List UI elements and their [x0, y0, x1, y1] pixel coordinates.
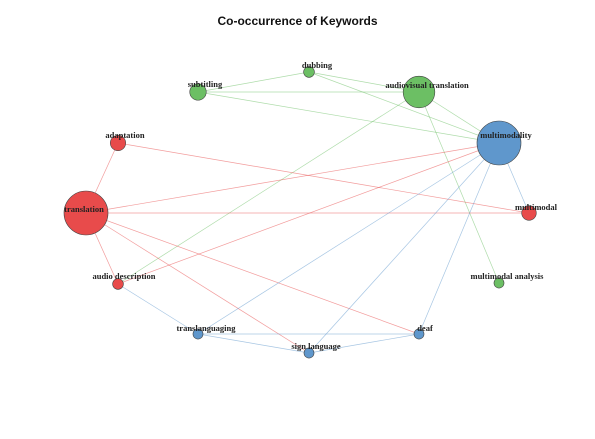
edge-dubbing-audiovisual-translation	[308, 71, 420, 93]
label-deaf: deaf	[417, 323, 433, 333]
label-adaptation: adaptation	[105, 130, 144, 140]
node-multimodal-analysis[interactable]	[493, 277, 505, 289]
label-multimodal-analysis: multimodal analysis	[471, 271, 545, 281]
node-dubbing[interactable]	[303, 66, 315, 78]
label-multimodal: multimodal	[515, 202, 558, 212]
node-translanguaging[interactable]	[192, 328, 204, 340]
label-translation: translation	[64, 204, 104, 214]
edge-subtitling-dubbing	[197, 71, 310, 93]
edge-subtitling-multimodality	[197, 91, 500, 144]
node-audiovisual-translation[interactable]	[402, 75, 436, 109]
edge-adaptation-multimodal	[117, 142, 530, 214]
node-multimodality[interactable]	[476, 120, 522, 166]
edge-translation-multimodality	[85, 142, 500, 214]
label-multimodality: multimodality	[480, 130, 532, 140]
label-layer: translation adaptation audio description mu…	[64, 60, 557, 351]
edge-audio-description-multimodality	[117, 142, 500, 285]
label-translanguaging: translanguaging	[176, 323, 236, 333]
label-audiovisual-translation: audiovisual translation	[385, 80, 469, 90]
label-audio-description: audio description	[92, 271, 155, 281]
edge-dubbing-multimodality	[308, 71, 500, 144]
chart-title: Co-occurrence of Keywords	[217, 14, 378, 28]
node-deaf[interactable]	[413, 328, 425, 340]
edge-translation-sign-language	[85, 212, 310, 354]
label-dubbing: dubbing	[302, 60, 333, 70]
node-layer	[63, 66, 537, 359]
edge-multimodality-translanguaging	[197, 142, 500, 335]
node-subtitling[interactable]	[189, 83, 207, 101]
edge-translanguaging-audio-description	[117, 283, 199, 335]
edge-multimodality-sign-language	[308, 142, 500, 354]
label-subtitling: subtitling	[188, 79, 223, 89]
edge-layer	[85, 71, 530, 354]
label-sign-language: sign language	[291, 341, 341, 351]
edge-sign-language-deaf	[308, 333, 420, 354]
edge-translanguaging-sign-language	[197, 333, 310, 354]
edge-translation-deaf	[85, 212, 420, 335]
edge-audiovisual-translation-audio-description	[117, 91, 420, 285]
node-audio-description[interactable]	[112, 278, 124, 290]
node-adaptation[interactable]	[110, 135, 126, 151]
edge-multimodality-deaf	[418, 142, 500, 335]
node-multimodal[interactable]	[521, 205, 537, 221]
node-sign-language[interactable]	[303, 347, 315, 359]
node-translation[interactable]	[63, 190, 109, 236]
